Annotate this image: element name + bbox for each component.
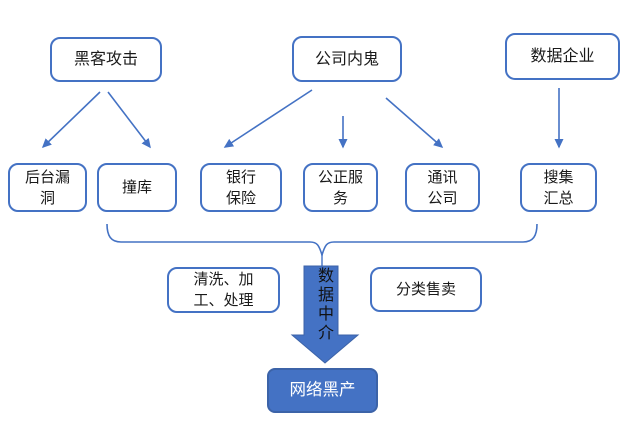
node-clean-process: 清洗、加 工、处理	[167, 267, 280, 313]
node-label: 黑客攻击	[73, 51, 138, 68]
node-bank-insurance: 银行 保险	[200, 163, 282, 212]
node-label: 分类售卖	[395, 281, 456, 298]
node-label: 银行 保险	[225, 168, 256, 207]
arrow-insider-to-bank-insurance	[223, 89, 313, 148]
node-label: 后台漏 洞	[24, 168, 70, 207]
node-label: 网络黑产	[289, 381, 356, 399]
arrow-insider-to-telecom-company	[385, 97, 444, 148]
arrow-hacker-to-credential-stuffing	[107, 91, 151, 149]
node-backend-vulnerability: 后台漏 洞	[8, 163, 87, 212]
node-data-enterprise: 数据企业	[505, 33, 620, 80]
node-label: 搜集 汇总	[543, 168, 574, 207]
node-label: 通讯 公司	[427, 168, 458, 207]
node-collect-summarize: 搜集 汇总	[520, 163, 597, 212]
arrow-hacker-to-backend-vulnerability	[41, 91, 101, 149]
node-label: 数据企业	[530, 48, 595, 65]
node-data-intermediary: 数据中介	[315, 267, 332, 343]
node-label: 公司内鬼	[314, 50, 379, 68]
node-hacker-attack: 黑客攻击	[50, 37, 162, 82]
node-telecom-company: 通讯 公司	[405, 163, 480, 212]
node-network-black-market: 网络黑产	[267, 368, 378, 413]
node-label: 清洗、加 工、处理	[193, 271, 254, 309]
node-credential-stuffing: 撞库	[97, 163, 177, 212]
node-label: 撞库	[121, 179, 152, 196]
node-label: 公正服 务	[317, 168, 363, 207]
grouping-brace	[106, 223, 538, 258]
node-classified-sale: 分类售卖	[370, 267, 482, 312]
node-notary-service: 公正服 务	[303, 163, 378, 212]
node-company-insider: 公司内鬼	[292, 36, 402, 82]
big-down-arrow-icon	[290, 265, 360, 364]
